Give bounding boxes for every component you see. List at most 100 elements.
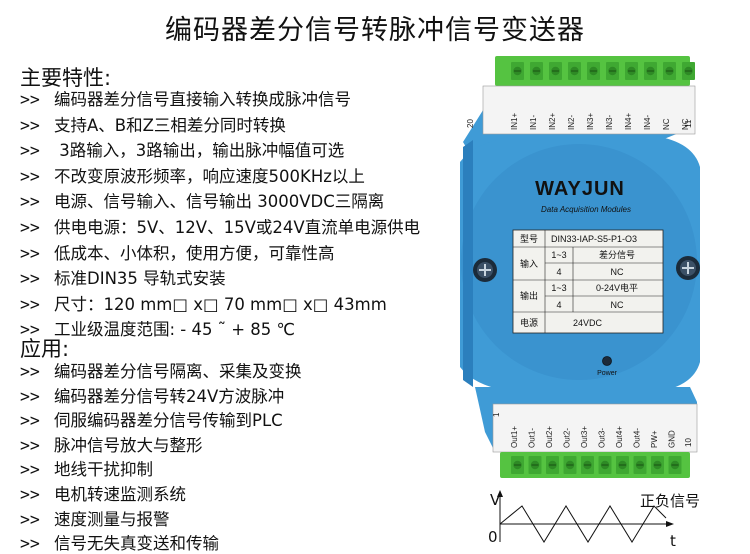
- bullet-marker: >>: [20, 294, 40, 314]
- terminal-screw-icon: [682, 62, 695, 80]
- brand-logo: WAYJUN: [535, 178, 625, 200]
- terminal-screw-icon: [530, 62, 543, 80]
- terminal-screw-icon: [528, 456, 542, 474]
- top-pin-label: IN2+: [548, 113, 557, 130]
- left-mount-screw-icon: [473, 258, 497, 282]
- features-item-text: 3路输入，3路输出，输出脉冲幅值可选: [54, 141, 345, 161]
- terminal-screw-icon: [587, 62, 600, 80]
- features-item: >> 工业级温度范围: - 45 ˜ + 85 ℃: [20, 316, 295, 340]
- top-pin-end: 11: [684, 119, 693, 128]
- waveform-legend: 正负信号: [640, 492, 700, 510]
- top-pin-label: NC: [681, 118, 690, 130]
- terminal-screw-icon: [616, 456, 629, 474]
- features-item-text: 不改变原波形频率，响应速度500KHz以上: [54, 166, 365, 186]
- applications-item-text: 编码器差分信号隔离、采集及变换: [54, 362, 302, 381]
- terminal-screw-icon: [549, 62, 562, 80]
- spec-input-row2-range: 4: [556, 267, 561, 277]
- bullet-marker: >>: [20, 485, 40, 504]
- bullet-marker: >>: [20, 269, 40, 289]
- top-pin-label: IN4+: [624, 113, 633, 130]
- right-mount-screw-icon: [676, 256, 700, 280]
- applications-item-text: 编码器差分信号转24V方波脉冲: [54, 386, 285, 406]
- spec-output-label: 输出: [520, 290, 538, 301]
- bullet-marker: >>: [20, 411, 40, 431]
- signal-waveform-diagram: V 0 t 正负信号: [488, 490, 700, 550]
- features-item-text: 供电电源：5V、12V、15V或24V直流单电源供电: [54, 218, 421, 237]
- top-pin-start: 20: [466, 119, 475, 128]
- bullet-marker: >>: [20, 534, 40, 554]
- bullet-marker: >>: [20, 218, 40, 237]
- terminal-screw-icon: [606, 62, 619, 80]
- bottom-pin-label: Out3+: [580, 426, 589, 448]
- applications-item: >>速度测量与报警: [20, 506, 170, 530]
- top-pin-label-strip: [482, 85, 696, 135]
- terminal-screw-icon: [668, 456, 682, 474]
- applications-item: >> 电机转速监测系统: [20, 481, 186, 505]
- spec-output-row2-value: NC: [611, 300, 624, 310]
- spec-power-label: 电源: [520, 317, 538, 328]
- features-item-text: 电源、信号输入、信号输出 3000VDC三隔离: [54, 192, 385, 212]
- features-item: >> 低成本、小体积，使用方便，可靠性高: [20, 240, 335, 264]
- power-led-label: Power: [597, 370, 618, 377]
- top-pin-label: IN1+: [510, 113, 519, 130]
- bullet-marker: >>: [20, 362, 40, 381]
- waveform-x-label: t: [670, 532, 676, 550]
- bottom-pin-end: 10: [684, 438, 693, 447]
- bottom-pin-label: PW+: [650, 430, 659, 448]
- bullet-marker: >>: [20, 243, 40, 263]
- brand-subtitle: Data Acquisition Modules: [541, 205, 631, 214]
- spec-label: 型号 DIN33-IAP-S5-P1-O3 输入 1~3 差分信号 4 NC 输…: [512, 229, 664, 334]
- features-item-text: 编码器差分信号直接输入转换成脉冲信号: [54, 90, 351, 109]
- terminal-screw-icon: [651, 456, 664, 474]
- terminal-screw-icon: [625, 62, 638, 80]
- bottom-pin-label: GND: [668, 430, 677, 448]
- bullet-marker: >>: [20, 460, 40, 480]
- bullet-marker: >>: [20, 386, 40, 406]
- page-title: 编码器差分信号转脉冲信号变送器: [165, 15, 585, 46]
- waveform-y-label: V: [490, 491, 501, 509]
- applications-item: >>伺服编码器差分信号传输到PLC: [20, 407, 283, 431]
- waveform-y-arrow-icon: [497, 490, 503, 497]
- terminal-screw-icon: [546, 456, 559, 474]
- bullet-marker: >>: [20, 320, 40, 340]
- top-pin-label: IN3-: [605, 115, 614, 130]
- terminal-screw-icon: [563, 456, 577, 474]
- spec-output-row2-range: 4: [556, 300, 561, 310]
- power-led-icon: [602, 356, 612, 366]
- spec-input-row1-range: 1~3: [551, 250, 566, 260]
- spec-output-row1-range: 1~3: [551, 283, 566, 293]
- bottom-pin-label: Out2-: [563, 428, 572, 448]
- features-item: >>标准DIN35 导轨式安装: [20, 265, 226, 289]
- bottom-pin-label: Out4+: [615, 426, 624, 448]
- applications-item-text: 信号无失真变送和传输: [54, 534, 219, 554]
- waveform-triangle-trace: [499, 505, 667, 543]
- features-item-text: 支持A、B和Z三相差分同时转换: [54, 115, 286, 135]
- applications-item: >> 编码器差分信号转24V方波脉冲: [20, 383, 284, 407]
- spec-output-row1-value: 0-24V电平: [596, 282, 638, 293]
- applications-heading: 应用:: [20, 337, 70, 361]
- applications-item: >> 编码器差分信号隔离、采集及变换: [20, 358, 302, 382]
- waveform-origin-label: 0: [488, 528, 498, 546]
- features-item-text: 工业级温度范围: - 45 ˜ + 85 ℃: [54, 320, 296, 340]
- terminal-screw-icon: [633, 456, 647, 474]
- features-item: >>不改变原波形频率，响应速度500KHz以上: [20, 163, 365, 187]
- bottom-pin-label: Out3-: [598, 428, 607, 448]
- spec-input-label: 输入: [520, 258, 538, 269]
- bottom-pin-label: Out4-: [633, 428, 642, 448]
- applications-item-text: 脉冲信号放大与整形: [54, 435, 203, 455]
- bottom-pin-label-strip: [492, 403, 698, 453]
- bullet-marker: >>: [20, 192, 40, 212]
- bottom-pin-label: Out2+: [545, 426, 554, 448]
- spec-power-value: 24VDC: [573, 318, 603, 328]
- applications-item-text: 地线干扰抑制: [54, 460, 153, 480]
- bullet-marker: >>: [20, 141, 40, 161]
- spec-model-label: 型号: [520, 234, 538, 244]
- applications-item-text: 电机转速监测系统: [54, 485, 186, 504]
- top-pin-label: IN2-: [567, 115, 576, 130]
- terminal-screw-icon: [644, 62, 657, 80]
- features-item-text: 低成本、小体积，使用方便，可靠性高: [54, 243, 335, 263]
- terminal-screw-icon: [568, 62, 581, 80]
- features-item: >> 3路输入，3路输出，输出脉冲幅值可选: [20, 137, 344, 161]
- features-item: >>编码器差分信号直接输入转换成脉冲信号: [20, 86, 351, 110]
